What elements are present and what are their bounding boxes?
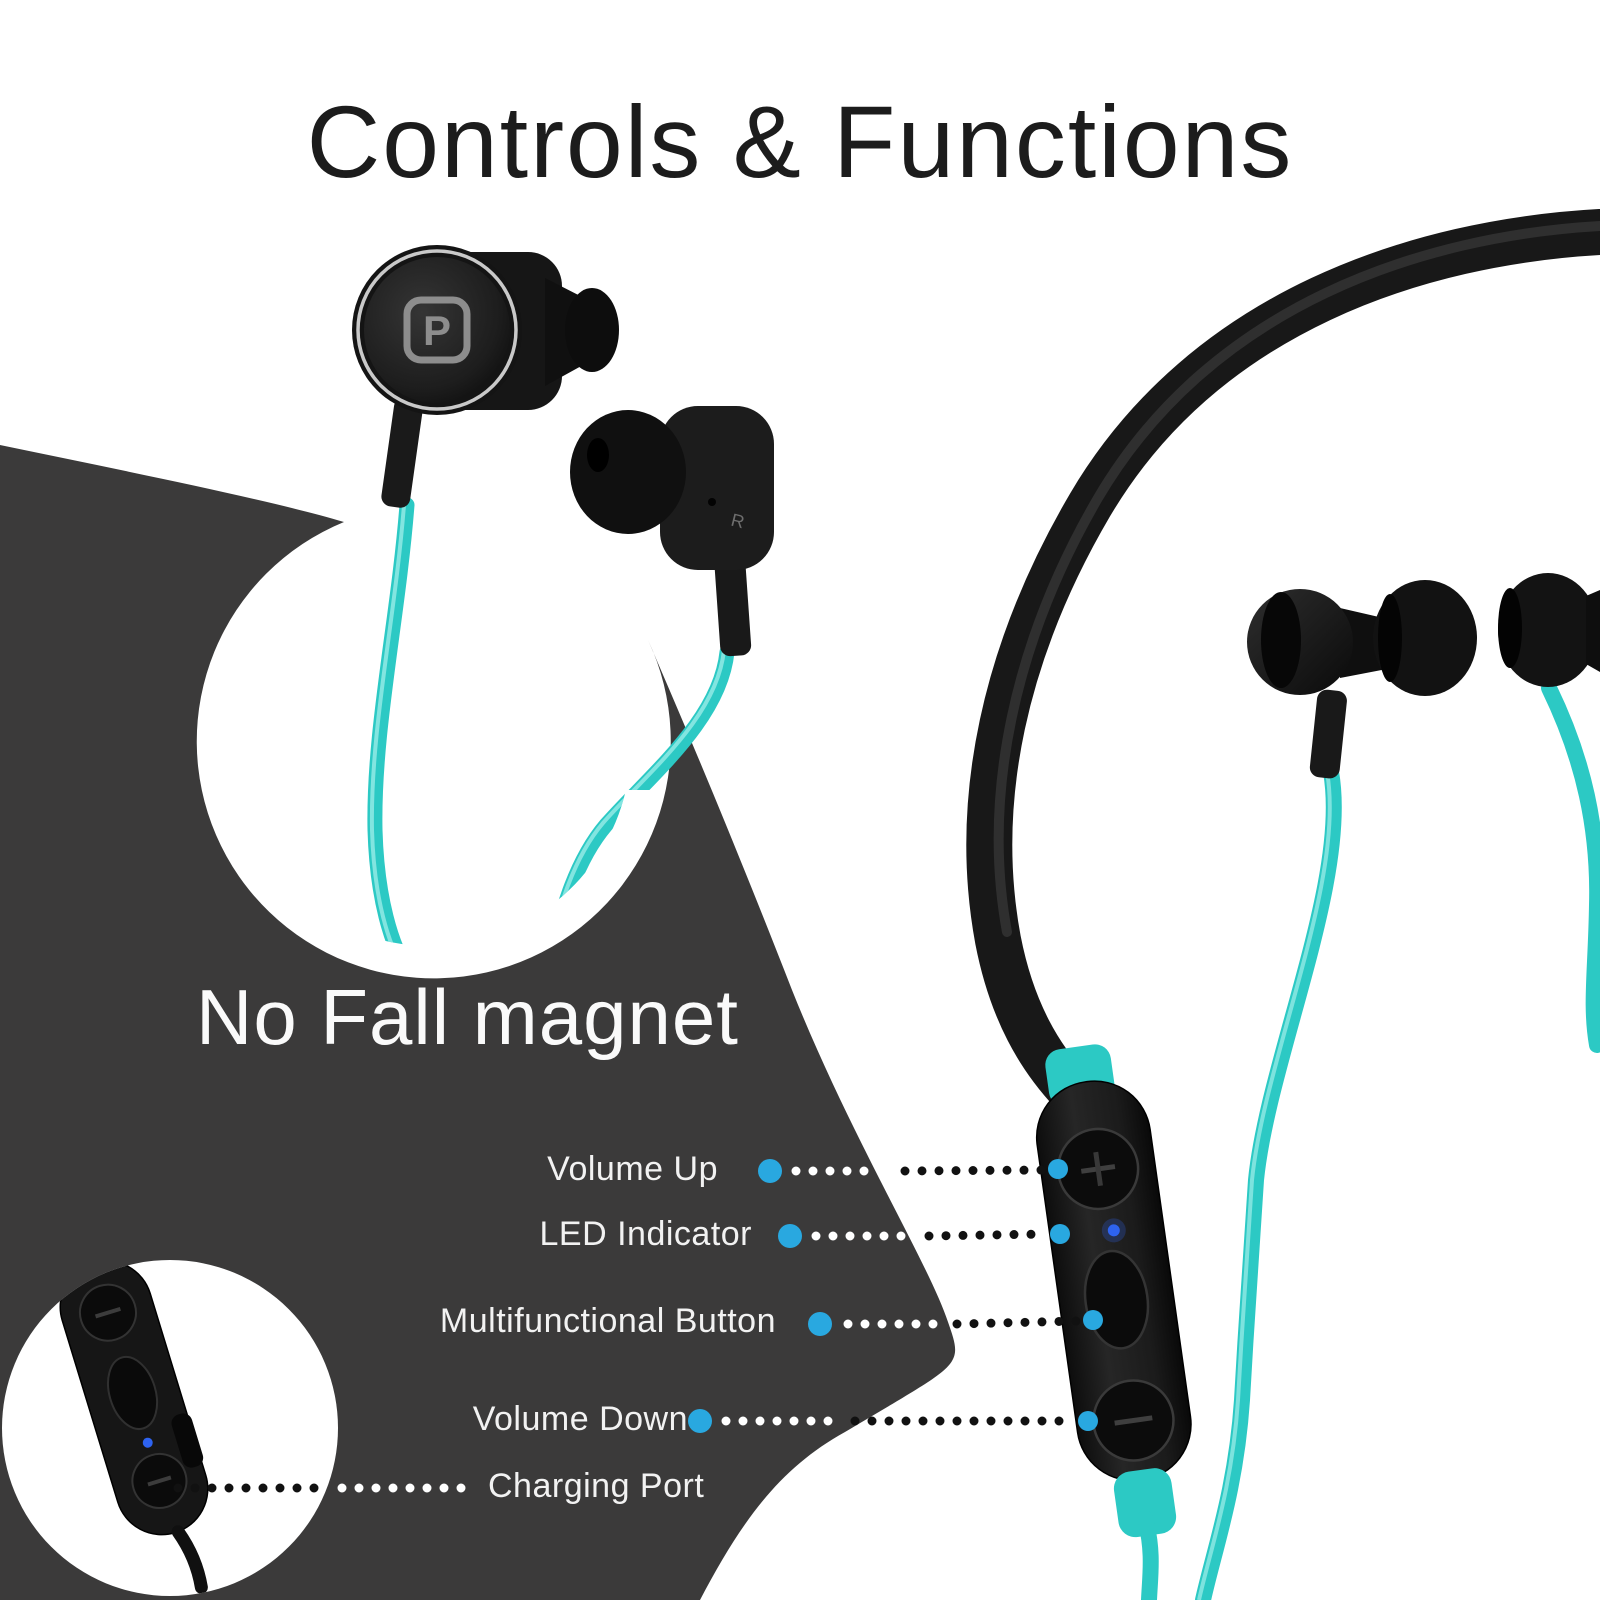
magnet-ring — [204, 532, 656, 970]
callout-label-multifunctional-button: Multifunctional Button — [439, 1302, 776, 1340]
volume-up-button — [1056, 1127, 1140, 1211]
pod-cable — [1137, 1510, 1159, 1600]
led-indicator-light — [1101, 1218, 1126, 1243]
page-title: Controls & Functions — [306, 85, 1294, 199]
callout-label-charging-port: Charging Port — [488, 1467, 705, 1505]
neckband-highlight — [993, 221, 1600, 937]
mic-pinhole — [708, 498, 716, 506]
tagline: No Fall magnet — [196, 973, 739, 1061]
pod-bottom-collar — [1113, 1468, 1177, 1538]
channel-marking: R — [729, 510, 746, 533]
callout-label-volume-up: Volume Up — [547, 1150, 718, 1188]
earbud-right-side: R — [570, 406, 774, 657]
brand-logo-letter: P — [423, 307, 451, 354]
callout-label-led-indicator: LED Indicator — [539, 1215, 752, 1253]
callout-label-volume-down: Volume Down — [472, 1400, 688, 1438]
cable-opening — [227, 542, 633, 948]
earbud-left-back: P — [352, 245, 619, 508]
control-pod — [1035, 1044, 1192, 1538]
zoom-led-light — [142, 1437, 153, 1448]
neckband-cables — [1195, 680, 1600, 1600]
callout-leader-lines — [173, 1159, 1103, 1493]
brand-logo-icon: P — [403, 296, 471, 364]
neckband-earbud-right — [1498, 573, 1600, 687]
zoomed-control-pod — [59, 1260, 209, 1594]
neckband-earbud-left — [1247, 580, 1477, 779]
charging-port-flap — [171, 1413, 204, 1468]
volume-down-button — [1092, 1379, 1175, 1462]
